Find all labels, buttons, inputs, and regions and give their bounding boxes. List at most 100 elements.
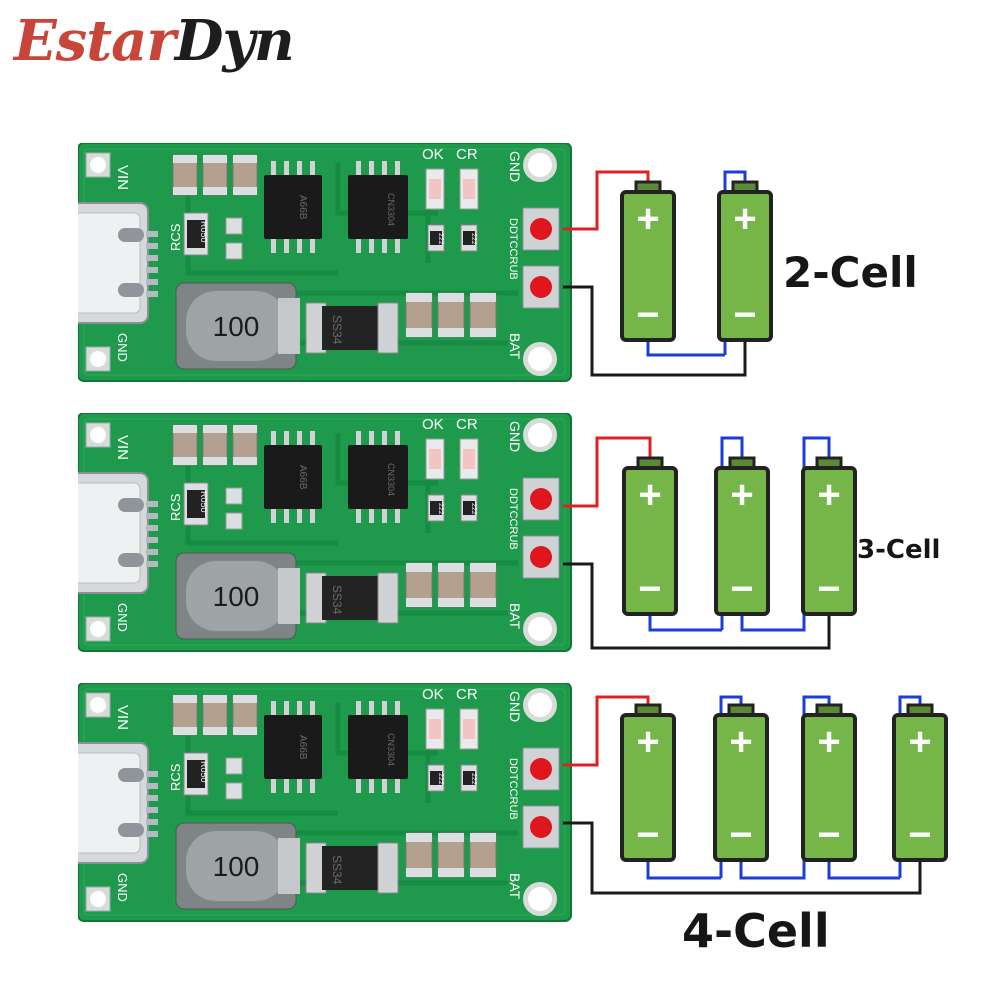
status-leds (425, 168, 479, 210)
ic-chip-1: A66B (264, 161, 322, 253)
battery-group-2: +−+− (563, 170, 773, 377)
battery-cell: +− (801, 456, 857, 616)
silk-222-a: 222 (437, 773, 444, 785)
status-leds (425, 708, 479, 750)
capacitors-bottom (405, 562, 497, 608)
silk-bat: BAT (507, 333, 523, 360)
battery-minus-label: − (636, 813, 659, 857)
resistor-r050: R050 (183, 482, 209, 526)
silk-vin: VIN (114, 165, 131, 190)
capacitors-top (172, 694, 258, 736)
silk-rcs: RCS (168, 763, 183, 791)
ic-chip-1: A66B (264, 431, 322, 523)
cell-label-2: 2-Cell (783, 248, 918, 297)
wire-negative (563, 562, 831, 650)
wire-series (827, 860, 900, 880)
wire-negative (563, 821, 922, 895)
battery-terminals (522, 747, 560, 849)
chip2-marking: CN3304 (386, 463, 396, 496)
wire-series (646, 860, 721, 880)
battery-plus-label: + (730, 473, 753, 517)
chip1-marking: A66B (297, 735, 308, 760)
capacitors-top (172, 424, 258, 466)
diode-marking: SS34 (330, 855, 344, 885)
chip1-marking: A66B (297, 195, 308, 220)
battery-plus-label: + (636, 197, 659, 241)
battery-cell: +− (620, 180, 676, 342)
silk-gnd-left: GND (115, 333, 130, 362)
silk-r050: R050 (199, 221, 209, 243)
battery-plus-label: + (817, 720, 840, 764)
diode-ss34: SS34 (305, 572, 399, 624)
silk-ddtccrub: DDTCCRUB (507, 488, 519, 550)
silk-bat: BAT (507, 873, 523, 900)
battery-cell: +− (892, 703, 948, 862)
capacitors-top (172, 154, 258, 196)
battery-terminals (522, 477, 560, 579)
ic-chip-2: CN3304 (348, 161, 408, 253)
silk-bat: BAT (507, 603, 523, 630)
usb-c-connector (78, 202, 158, 324)
wire-negative (563, 285, 747, 377)
chip2-marking: CN3304 (386, 733, 396, 766)
battery-cell: +− (622, 456, 678, 616)
charger-board-1: VIN GND RCS R050 A66B (78, 143, 572, 382)
diode-ss34: SS34 (305, 302, 399, 354)
silk-gnd-left: GND (115, 873, 130, 902)
diode-ss34: SS34 (305, 842, 399, 894)
battery-minus-label: − (636, 293, 659, 337)
diode-marking: SS34 (330, 585, 344, 615)
silk-rcs: RCS (168, 493, 183, 521)
battery-cell: +− (717, 180, 773, 342)
battery-minus-label: − (908, 813, 931, 857)
battery-minus-label: − (638, 567, 661, 611)
silk-222-a: 222 (437, 503, 444, 515)
capacitors-bottom (405, 832, 497, 878)
usb-c-connector (78, 742, 158, 864)
silk-222-a: 222 (437, 233, 444, 245)
silk-ddtccrub: DDTCCRUB (507, 758, 519, 820)
wire-series (719, 695, 743, 878)
inductor-100: 100 (175, 552, 300, 640)
battery-minus-label: − (817, 567, 840, 611)
ic-chip-2: CN3304 (348, 431, 408, 523)
battery-minus-label: − (733, 293, 756, 337)
wire-series (723, 170, 747, 355)
battery-plus-label: + (908, 720, 931, 764)
silk-222-b: 222 (470, 773, 477, 785)
usb-c-connector (78, 472, 158, 594)
silk-222-b: 222 (470, 503, 477, 515)
silk-cr: CR (456, 686, 478, 703)
brand-logo: EstarDyn (14, 8, 295, 74)
silk-cr: CR (456, 416, 478, 433)
wire-series (646, 340, 725, 357)
mounting-holes (85, 688, 557, 916)
battery-plus-label: + (817, 473, 840, 517)
silk-r050: R050 (199, 761, 209, 783)
ic-chip-2: CN3304 (348, 701, 408, 793)
battery-cell: +− (714, 456, 770, 616)
battery-cell: +− (801, 703, 857, 862)
silk-rcs: RCS (168, 223, 183, 251)
silk-gnd-right: GND (507, 421, 523, 452)
silk-ok: OK (422, 146, 444, 163)
charger-board-3: VIN GND RCS R050 A66B (78, 683, 572, 922)
battery-cell: +− (713, 703, 769, 862)
battery-group-3: +−+−+− (563, 436, 857, 650)
brand-logo-part2: Dyn (174, 8, 295, 74)
battery-terminals (522, 207, 560, 309)
silk-cr: CR (456, 146, 478, 163)
mounting-holes (85, 418, 557, 646)
diode-marking: SS34 (330, 315, 344, 345)
inductor-marking: 100 (213, 851, 260, 882)
status-leds (425, 438, 479, 480)
silk-ok: OK (422, 416, 444, 433)
battery-minus-label: − (730, 567, 753, 611)
battery-plus-label: + (638, 473, 661, 517)
capacitors-bottom (405, 292, 497, 338)
silk-gnd-right: GND (507, 691, 523, 722)
battery-minus-label: − (817, 813, 840, 857)
mounting-holes (85, 148, 557, 376)
silk-222-b: 222 (470, 233, 477, 245)
cell-label-4: 4-Cell (682, 904, 830, 958)
